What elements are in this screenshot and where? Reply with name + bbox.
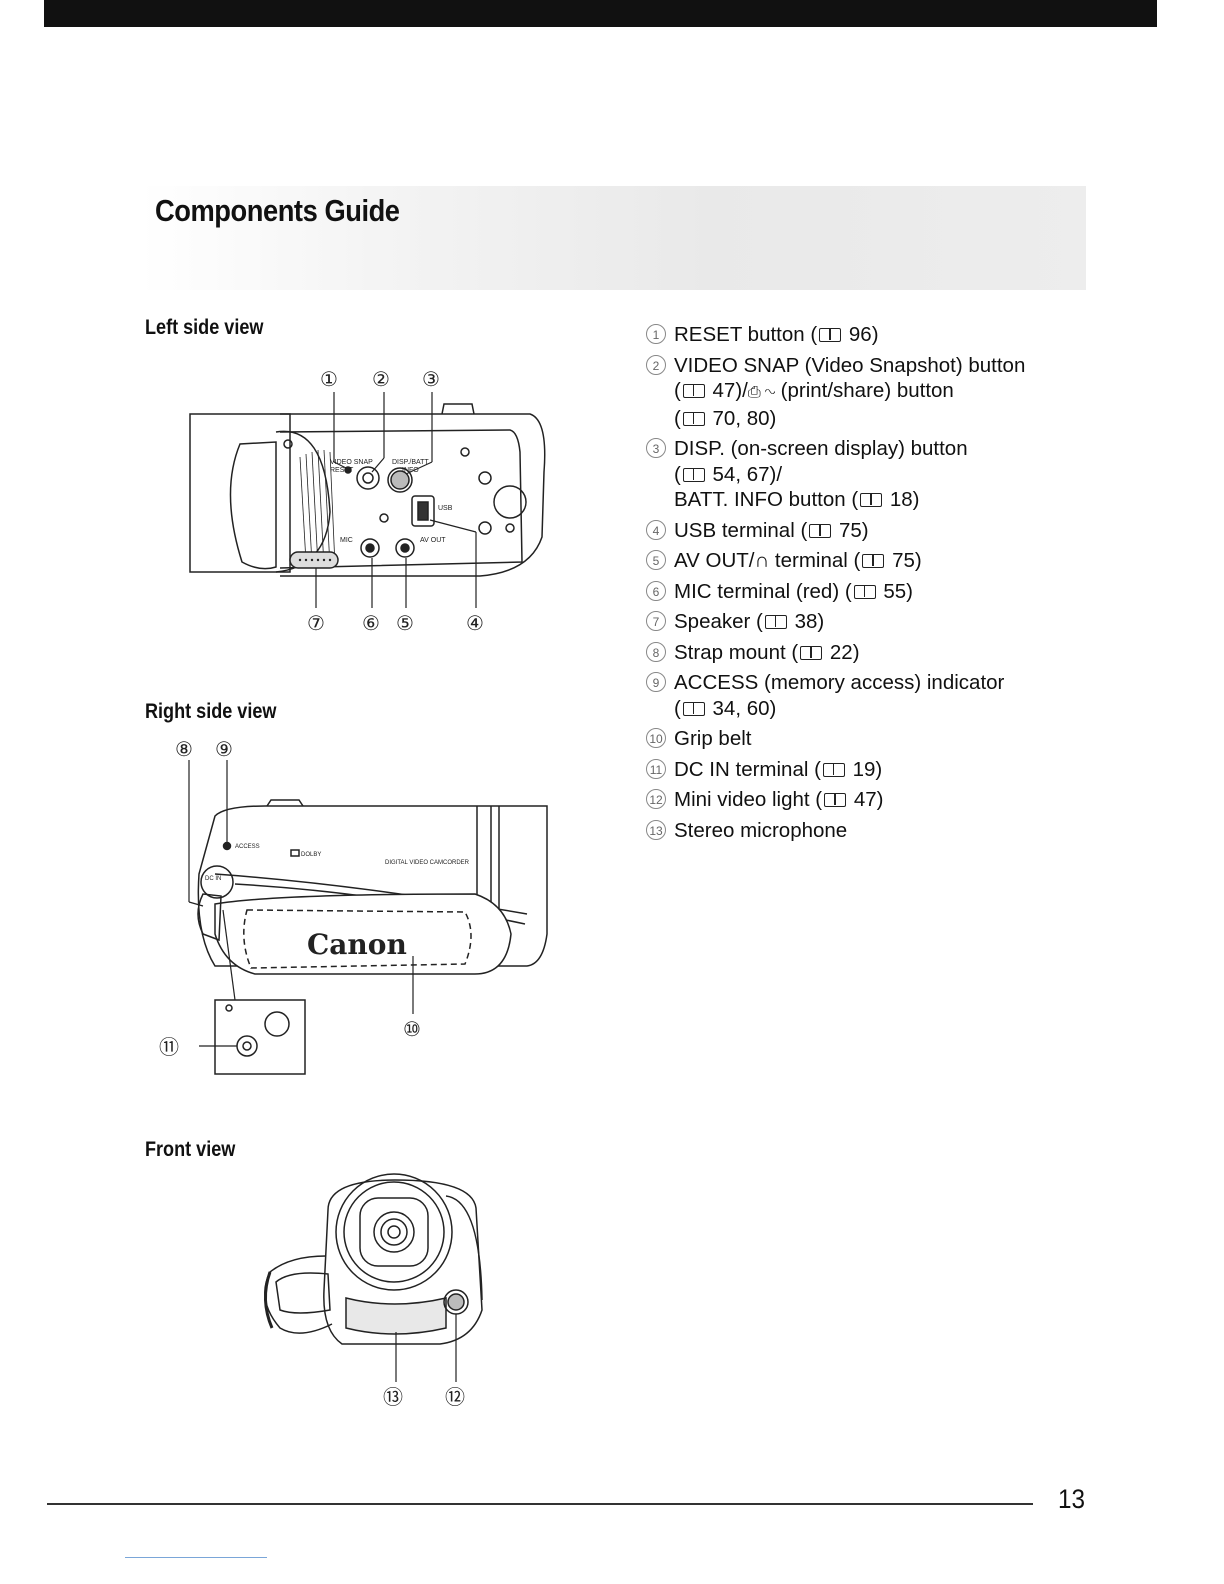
book-reference-icon xyxy=(822,762,845,777)
item-number: 8 xyxy=(646,641,666,662)
list-item: 12 Mini video light ( 47) xyxy=(646,787,1066,813)
book-reference-icon xyxy=(819,328,842,342)
dc-in-cover xyxy=(200,865,234,899)
item-number: 2 xyxy=(646,354,666,375)
label-mic: MIC xyxy=(340,537,353,544)
book-reference-icon xyxy=(800,645,823,660)
list-item: 11 DC IN terminal ( 19) xyxy=(646,757,1066,783)
callout-13: ⑬ xyxy=(383,1385,403,1409)
label-access: ACCESS xyxy=(235,844,260,850)
label-dc-in: DC IN xyxy=(205,876,221,882)
video-snap-button xyxy=(356,466,380,490)
item-number: 5 xyxy=(646,550,666,570)
list-item: 3 DISP. (on-screen display) button ( 54,… xyxy=(646,436,1066,513)
label-dolby: DOLBY xyxy=(301,852,321,858)
callout-11: ⑪ xyxy=(159,1035,179,1059)
front-view-diagram: ⑬ ⑫ xyxy=(250,1160,500,1410)
callout-1: ① xyxy=(320,367,338,391)
list-item: 13 Stereo microphone xyxy=(646,818,1066,844)
callout-6: ⑥ xyxy=(362,611,380,635)
list-item: 10 Grip belt xyxy=(646,726,1066,752)
list-item: 8 Strap mount ( 22) xyxy=(646,640,1066,666)
callout-9: ⑨ xyxy=(215,737,233,761)
print-share-icon: ⎙ ∿ xyxy=(747,384,775,401)
callout-5: ⑤ xyxy=(396,611,414,635)
callout-3: ③ xyxy=(422,367,440,391)
book-reference-icon xyxy=(862,554,885,568)
item-number: 3 xyxy=(646,438,666,458)
mic-terminal xyxy=(360,538,380,558)
page-title: Components Guide xyxy=(155,193,400,228)
label-camcorder: DIGITAL VIDEO CAMCORDER xyxy=(385,860,470,866)
callout-12: ⑫ xyxy=(445,1385,465,1409)
usb-terminal xyxy=(411,495,435,527)
book-reference-icon xyxy=(809,523,832,538)
item-number: 1 xyxy=(646,324,666,344)
label-usb: USB xyxy=(438,505,453,512)
item-number: 9 xyxy=(646,672,666,692)
list-item: 2 VIDEO SNAP (Video Snapshot) button ( 4… xyxy=(646,353,1066,432)
disp-button xyxy=(387,467,413,493)
headphones-icon: ∩ xyxy=(754,549,770,572)
label-av-out: AV OUT xyxy=(420,537,446,544)
left-side-view-heading: Left side view xyxy=(145,316,264,339)
book-reference-icon xyxy=(764,615,787,629)
title-band xyxy=(140,186,1086,290)
item-number: 10 xyxy=(646,728,666,748)
book-reference-icon xyxy=(682,411,705,426)
reset-button xyxy=(344,466,352,474)
canon-logo: Canon xyxy=(307,928,407,961)
bottom-link-rule xyxy=(125,1557,267,1558)
callout-8: ⑧ xyxy=(175,737,193,761)
item-number: 7 xyxy=(646,611,666,631)
components-list: 1 RESET button ( 96) 2 VIDEO SNAP (Video… xyxy=(646,322,1066,848)
callout-2: ② xyxy=(372,367,390,391)
front-view-heading: Front view xyxy=(145,1138,236,1161)
av-out-terminal xyxy=(395,538,415,558)
book-reference-icon xyxy=(682,384,705,398)
list-item: 5 AV OUT/∩ terminal ( 75) xyxy=(646,548,1066,574)
callout-7: ⑦ xyxy=(307,611,325,635)
label-reset: RESET xyxy=(330,467,354,474)
book-reference-icon xyxy=(853,584,876,599)
right-side-view-heading: Right side view xyxy=(145,700,277,723)
left-side-view-diagram: ① ② ③ ⑦ ⑥ ⑤ ④ VIDEO SNAP RESET DISP./BAT… xyxy=(180,362,560,642)
callout-4: ④ xyxy=(466,611,484,635)
book-reference-icon xyxy=(682,701,705,716)
lens-outer xyxy=(335,1173,453,1291)
list-item: 4 USB terminal ( 75) xyxy=(646,518,1066,544)
callout-10: ⑩ xyxy=(403,1017,421,1041)
item-number: 11 xyxy=(646,758,666,779)
strap-mount xyxy=(493,485,527,519)
list-item: 9 ACCESS (memory access) indicator ( 34,… xyxy=(646,670,1066,721)
list-item: 7 Speaker ( 38) xyxy=(646,609,1066,635)
item-number: 12 xyxy=(646,789,666,809)
stereo-microphone xyxy=(345,1297,447,1335)
speaker xyxy=(289,551,339,569)
page-number: 13 xyxy=(1058,1484,1086,1514)
label-disp: DISP./BATT. xyxy=(392,459,430,466)
book-reference-icon xyxy=(860,493,883,507)
list-item: 1 RESET button ( 96) xyxy=(646,322,1066,348)
book-reference-icon xyxy=(682,467,705,482)
footer-rule xyxy=(47,1503,1033,1505)
item-number: 6 xyxy=(646,580,666,601)
label-info: INFO xyxy=(402,467,419,474)
top-bar xyxy=(44,0,1157,27)
book-reference-icon xyxy=(824,793,847,807)
right-side-view-diagram: ⑧ ⑨ ⑩ ⑪ ACCESS DOLBY DIGITAL VIDEO CAMCO… xyxy=(155,734,565,1084)
item-number: 13 xyxy=(646,819,666,840)
item-number: 4 xyxy=(646,519,666,540)
label-video-snap: VIDEO SNAP xyxy=(330,459,373,466)
list-item: 6 MIC terminal (red) ( 55) xyxy=(646,579,1066,605)
